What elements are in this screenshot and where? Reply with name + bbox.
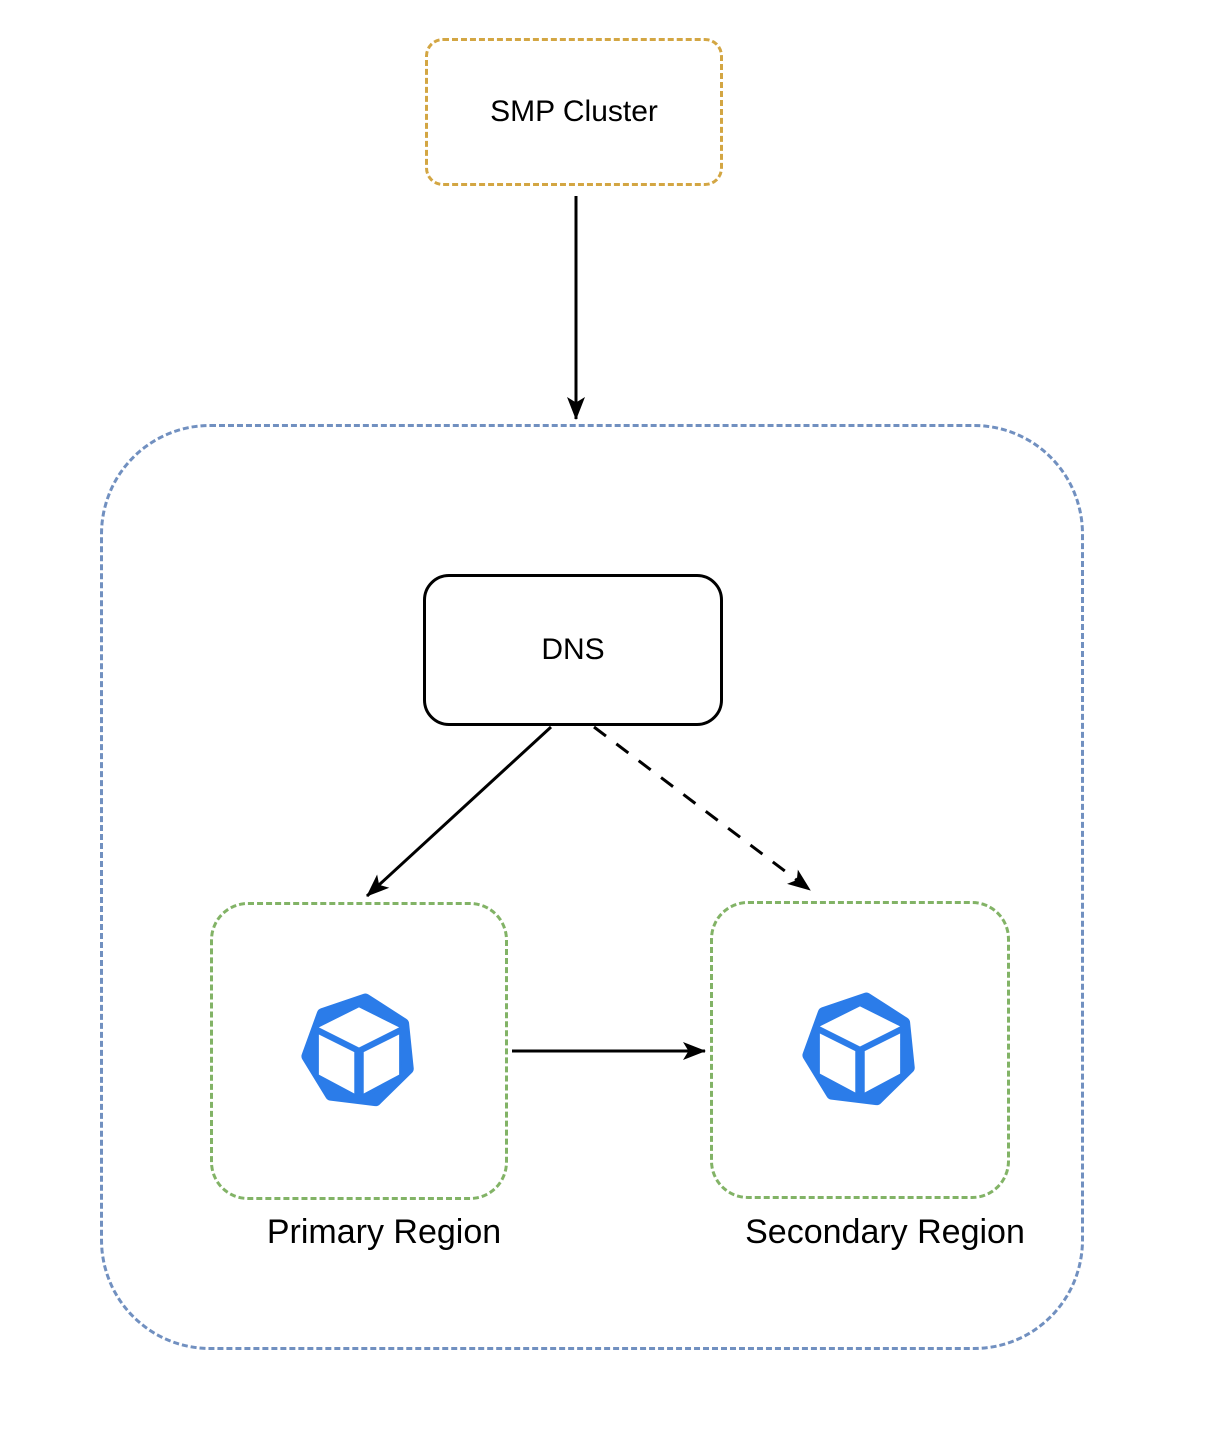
node-dns[interactable]: DNS (423, 574, 723, 726)
zone-secondary-region[interactable] (710, 901, 1010, 1199)
cube-left-face (318, 1034, 355, 1094)
cube-left-face (819, 1033, 856, 1093)
zone-dns-container[interactable] (100, 424, 1084, 1350)
primary-region-label: Primary Region (266, 1213, 502, 1251)
node-smp-cluster[interactable]: SMP Cluster (425, 38, 723, 186)
node-dns-label: DNS (541, 633, 605, 666)
cube-right-face (864, 1033, 901, 1093)
zone-primary-region[interactable] (210, 902, 508, 1200)
node-smp-cluster-label: SMP Cluster (490, 95, 658, 128)
secondary-region-label: Secondary Region (745, 1213, 1025, 1251)
kubernetes-cluster-icon (802, 992, 915, 1106)
cube-right-face (363, 1034, 400, 1094)
kubernetes-cluster-icon (301, 993, 414, 1107)
